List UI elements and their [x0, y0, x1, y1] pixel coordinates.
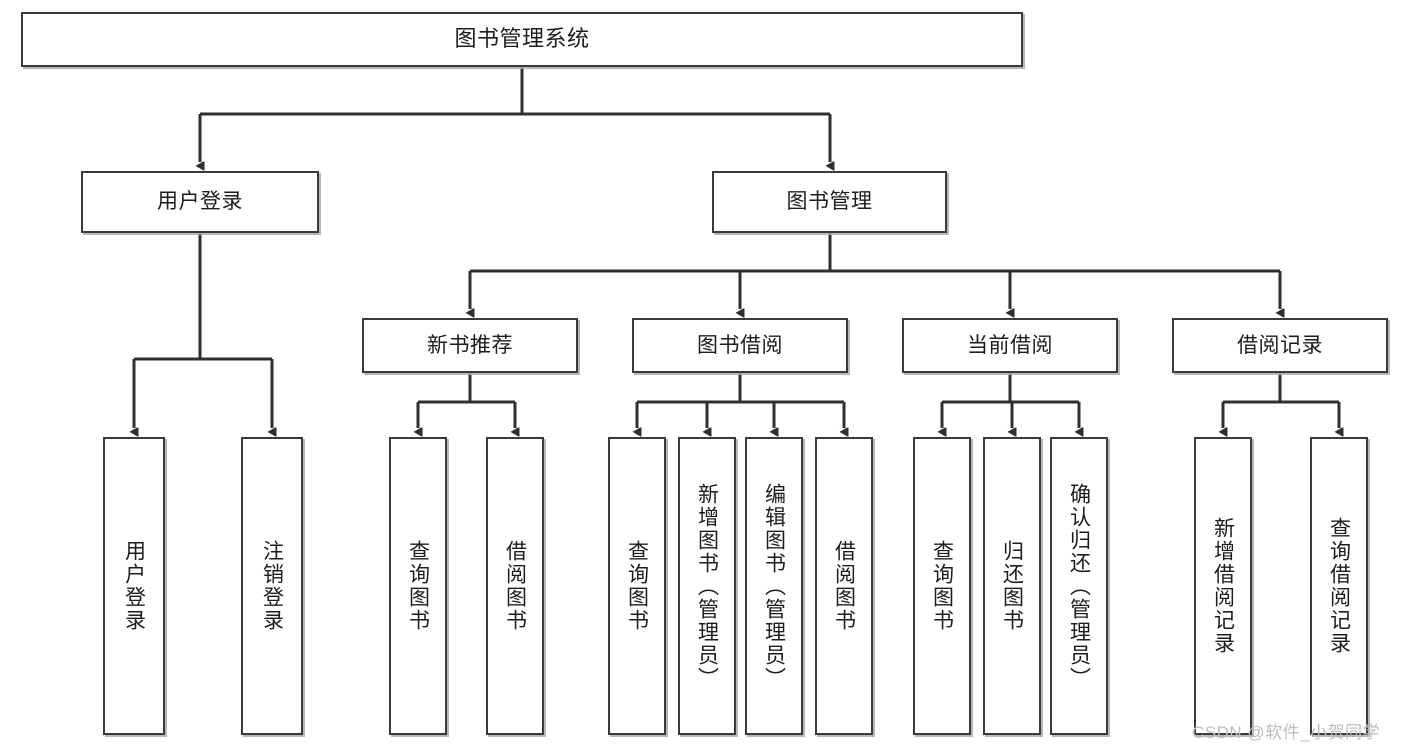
node-label: 查询图书 — [406, 540, 430, 632]
node-label: 查询借阅记录 — [1327, 517, 1351, 655]
node-leaf-user-login[interactable]: 用户登录 — [103, 437, 165, 735]
node-book-borrow[interactable]: 图书借阅 — [632, 318, 848, 373]
node-label: 查询图书 — [625, 540, 649, 632]
node-label: 图书管理 — [786, 190, 873, 214]
node-label: 新书推荐 — [427, 333, 513, 357]
node-new-book-recommend[interactable]: 新书推荐 — [362, 318, 578, 373]
node-label: 借阅记录 — [1237, 333, 1323, 357]
node-leaf-query-book-1[interactable]: 查询图书 — [389, 437, 447, 735]
node-user-login[interactable]: 用户登录 — [81, 171, 319, 233]
node-leaf-add-record[interactable]: 新增借阅记录 — [1194, 437, 1252, 735]
node-leaf-user-logout[interactable]: 注销登录 — [241, 437, 303, 735]
node-label: 借阅图书 — [832, 540, 856, 632]
csdn-watermark: CSDN @软件_小贺同学 — [1192, 723, 1381, 742]
node-leaf-add-book[interactable]: 新增图书（管理员） — [678, 437, 736, 735]
node-leaf-return-book[interactable]: 归还图书 — [983, 437, 1041, 735]
node-leaf-borrow-book-1[interactable]: 借阅图书 — [486, 437, 544, 735]
node-borrow-record[interactable]: 借阅记录 — [1172, 318, 1388, 373]
node-leaf-edit-book[interactable]: 编辑图书（管理员） — [745, 437, 803, 735]
node-current-borrow[interactable]: 当前借阅 — [902, 318, 1118, 373]
node-label: 图书管理系统 — [454, 26, 590, 52]
node-label: 用户登录 — [157, 190, 243, 214]
node-label: 确认归还（管理员） — [1067, 482, 1091, 690]
node-leaf-confirm-return[interactable]: 确认归还（管理员） — [1050, 437, 1108, 735]
node-label: 用户登录 — [122, 540, 146, 632]
node-leaf-query-book-2[interactable]: 查询图书 — [608, 437, 666, 735]
node-label: 新增借阅记录 — [1211, 517, 1235, 655]
node-label: 当前借阅 — [967, 333, 1053, 357]
node-label: 编辑图书（管理员） — [762, 482, 786, 690]
node-root[interactable]: 图书管理系统 — [21, 12, 1023, 67]
node-label: 借阅图书 — [503, 540, 527, 632]
node-leaf-query-record[interactable]: 查询借阅记录 — [1310, 437, 1368, 735]
node-leaf-query-book-3[interactable]: 查询图书 — [913, 437, 971, 735]
node-label: 新增图书（管理员） — [695, 482, 719, 690]
node-label: 图书借阅 — [697, 333, 783, 357]
node-label: 查询图书 — [930, 540, 954, 632]
node-leaf-borrow-book-2[interactable]: 借阅图书 — [815, 437, 873, 735]
node-label: 注销登录 — [260, 540, 284, 632]
node-book-manage[interactable]: 图书管理 — [712, 171, 947, 233]
node-label: 归还图书 — [1000, 540, 1024, 632]
